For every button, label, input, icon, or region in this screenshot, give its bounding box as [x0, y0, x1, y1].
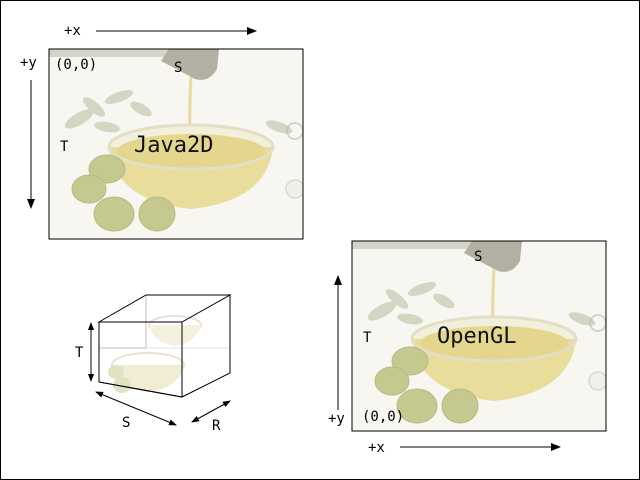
- volume-s-label: S: [122, 415, 130, 431]
- volume-s-arrow: [95, 391, 177, 426]
- opengl-panel: +y (0,0) +x S T OpenGL: [328, 240, 607, 456]
- java2d-title: Java2D: [134, 133, 213, 158]
- opengl-y-axis-label: +y: [328, 411, 345, 427]
- opengl-s-label: S: [474, 249, 482, 265]
- java2d-panel: +x +y (0,0) S T Java2D: [20, 23, 304, 240]
- java2d-origin-label: (0,0): [55, 57, 97, 73]
- opengl-x-axis-label: +x: [368, 440, 385, 456]
- java2d-y-axis-label: +y: [20, 55, 37, 71]
- volume-t-label: T: [75, 345, 84, 361]
- opengl-title: OpenGL: [437, 324, 516, 349]
- volume-texture-box: T S R: [75, 294, 232, 434]
- volume-r-arrow: [191, 400, 231, 423]
- java2d-x-axis-label: +x: [64, 23, 81, 39]
- java2d-s-label: S: [174, 60, 182, 76]
- opengl-origin-label: (0,0): [362, 409, 404, 425]
- volume-r-label: R: [212, 418, 221, 434]
- opengl-t-label: T: [363, 330, 372, 346]
- java2d-frame: [48, 48, 304, 240]
- java2d-t-label: T: [60, 139, 69, 155]
- opengl-frame: [351, 240, 607, 432]
